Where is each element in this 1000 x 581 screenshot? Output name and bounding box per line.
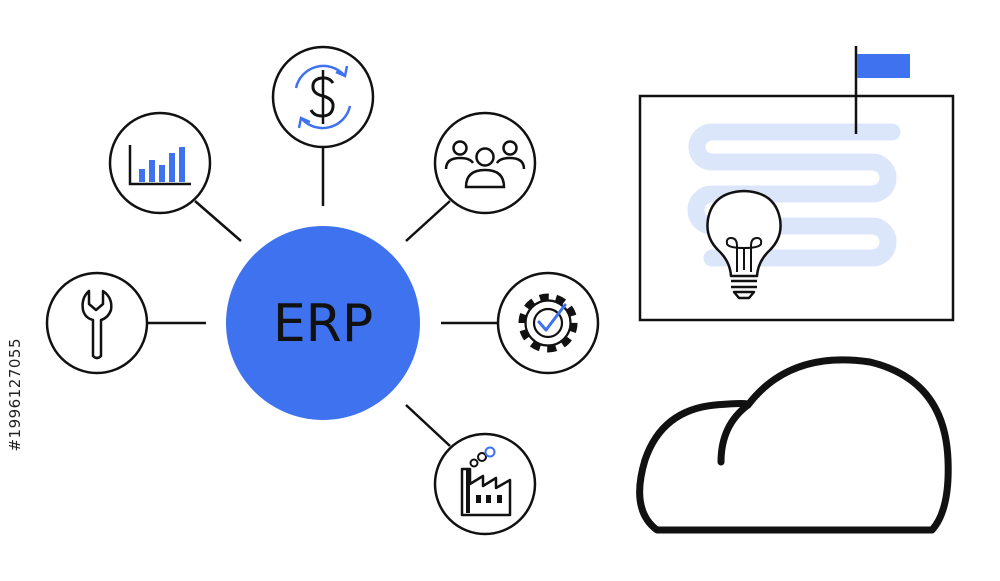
- hub-label: ERP: [273, 294, 373, 354]
- connector-factory: [405, 404, 451, 447]
- flag-icon: [854, 46, 910, 134]
- node-wrench-circle: [45, 271, 149, 375]
- roadmap-board: [638, 46, 955, 322]
- gear-check-icon: [518, 293, 578, 353]
- bar-chart-icon: [128, 145, 191, 186]
- dollar-cycle-icon: [294, 64, 352, 130]
- factory-icon: [460, 446, 512, 517]
- stock-id-label: #1996127055: [6, 338, 24, 452]
- winding-path: [687, 123, 901, 267]
- connector-chart: [194, 200, 242, 242]
- connectors: [148, 148, 498, 447]
- cloud-icon: [636, 356, 952, 534]
- hub-circle: [226, 226, 420, 420]
- node-team: [433, 111, 537, 215]
- lightbulb-icon: [706, 189, 782, 300]
- wrench-icon: [81, 289, 113, 360]
- node-team-circle: [433, 111, 537, 215]
- node-wrench: [45, 271, 149, 375]
- erp-hub: ERP: [226, 226, 420, 420]
- node-bar-chart: [108, 111, 212, 215]
- node-gear-check: [496, 271, 600, 375]
- node-dollar-cycle: [271, 45, 375, 149]
- team-icon: [444, 140, 526, 189]
- node-factory: [433, 432, 537, 536]
- connector-team: [405, 200, 451, 242]
- node-bar-chart-circle: [108, 111, 212, 215]
